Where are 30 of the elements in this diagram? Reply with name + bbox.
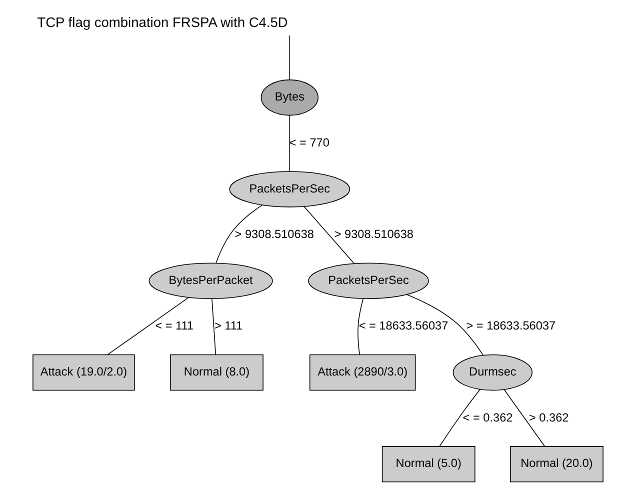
diagram-title: TCP flag combination FRSPA with C4.5D bbox=[36, 15, 288, 30]
connector bbox=[357, 298, 364, 355]
edge-label: > 111 bbox=[214, 318, 242, 333]
edge-label: < = 18633.56037 bbox=[358, 318, 448, 333]
connector bbox=[211, 298, 216, 356]
node-box: Attack (19.0/2.0) bbox=[32, 354, 134, 391]
node-ellipse: Durmsec bbox=[452, 354, 532, 391]
connector bbox=[106, 297, 189, 355]
edge-label: < = 0.362 bbox=[462, 410, 512, 424]
edge-label: > 0.362 bbox=[528, 410, 568, 424]
node-box: Attack (2890/3.0) bbox=[308, 354, 416, 391]
node-ellipse: BytesPerPacket bbox=[148, 262, 272, 299]
node-box: Normal (5.0) bbox=[381, 446, 475, 482]
node-box: Normal (20.0) bbox=[510, 446, 603, 482]
connector bbox=[503, 389, 545, 447]
connector bbox=[303, 206, 354, 264]
node-ellipse: PacketsPerSec bbox=[228, 171, 350, 208]
edge-label: > = 18633.56037 bbox=[466, 318, 556, 333]
edge-label: > 9308.510638 bbox=[234, 227, 314, 242]
edge-label: > 9308.510638 bbox=[334, 227, 414, 242]
node-ellipse: Bytes bbox=[260, 79, 318, 116]
edge-label: < = 770 bbox=[288, 135, 329, 150]
connector bbox=[288, 35, 290, 80]
connector bbox=[215, 204, 262, 264]
connector bbox=[438, 389, 480, 447]
connector bbox=[406, 294, 483, 356]
connector bbox=[288, 115, 290, 172]
edge-label: < = 111 bbox=[154, 318, 194, 333]
node-box: Normal (8.0) bbox=[170, 354, 263, 391]
node-ellipse: PacketsPerSec bbox=[308, 262, 428, 299]
